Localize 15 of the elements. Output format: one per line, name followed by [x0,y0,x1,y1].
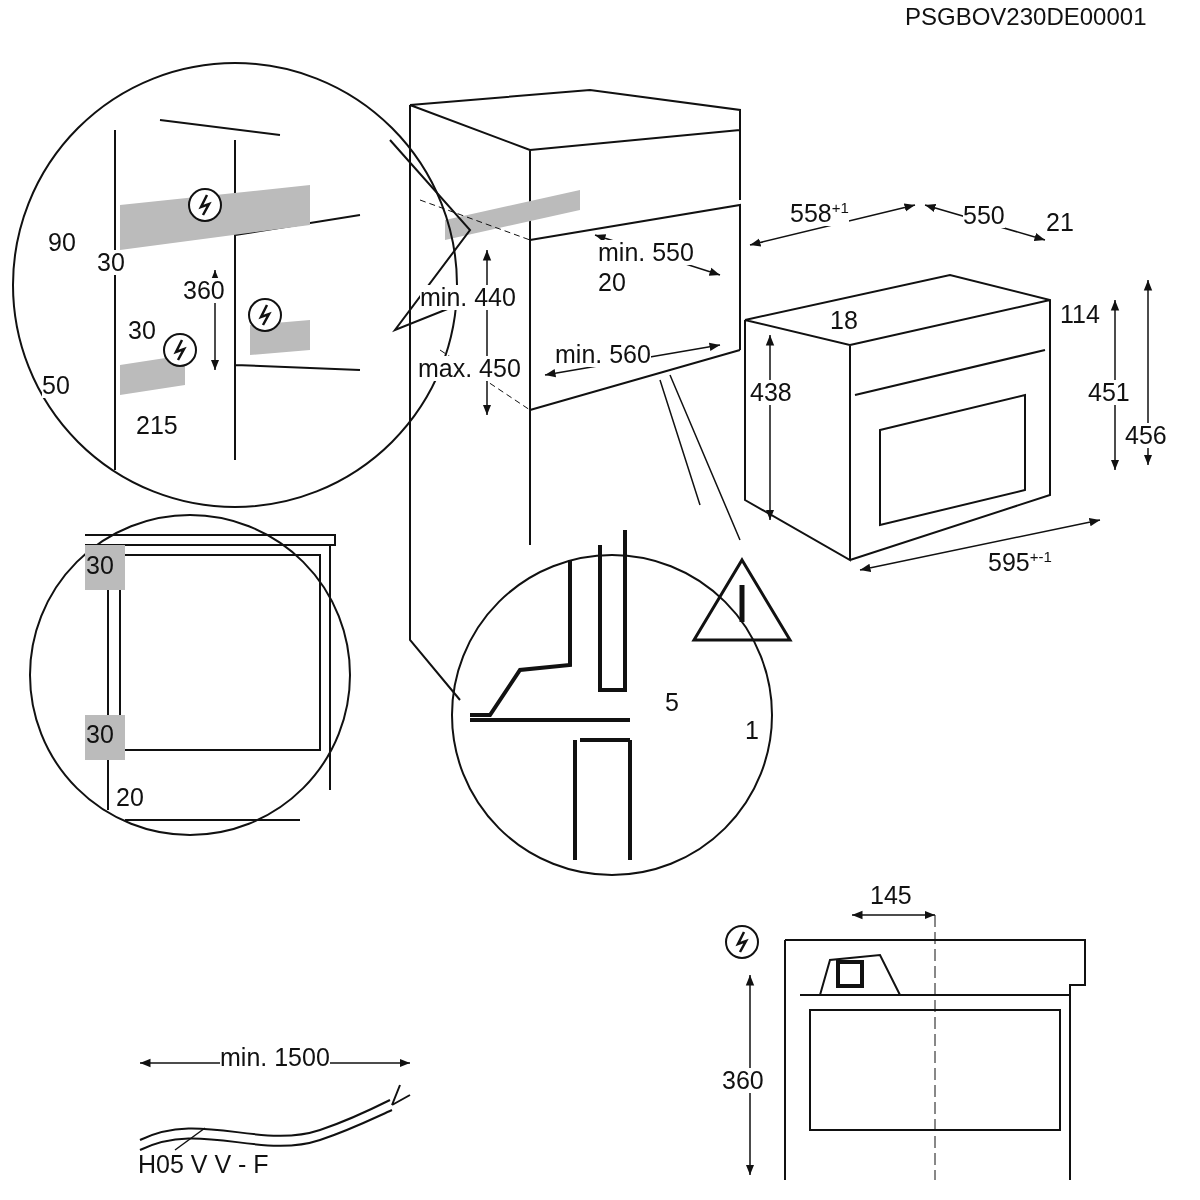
dimension-label: min. 440 [420,285,516,310]
dimension-label: min. 560 [555,342,651,367]
dimension-label: 438 [750,380,792,405]
dimension-label: 451 [1088,380,1130,405]
dimension-label: 30 [97,250,125,275]
dimension-label: 550 [963,203,1005,228]
dimension-label: max. 450 [418,356,521,381]
dimension-label: 50 [42,373,70,398]
dimension-label: 456 [1125,423,1167,448]
dimension-label: 558$^{+1}$ [790,200,849,227]
dimension-label: min. 550 [598,240,694,265]
leader-line [174,1127,206,1151]
dimension-label: 360 [722,1068,764,1093]
dimension-label: 360 [183,278,225,303]
cable-drawing [139,1084,411,1151]
